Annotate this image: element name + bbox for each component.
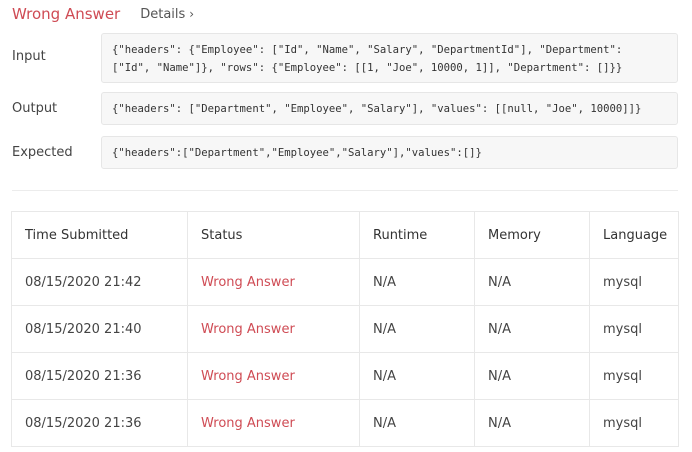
column-header-time: Time Submitted: [11, 211, 188, 259]
details-label: Details: [140, 6, 186, 22]
table-row[interactable]: 08/15/2020 21:36 Wrong Answer N/A N/A my…: [11, 352, 679, 400]
cell-status-link[interactable]: Wrong Answer: [187, 258, 360, 306]
cell-time: 08/15/2020 21:42: [11, 258, 188, 306]
cell-language: mysql: [589, 352, 679, 400]
cell-runtime: N/A: [359, 305, 475, 353]
expected-value-box: {"headers":["Department","Employee","Sal…: [101, 136, 678, 169]
cell-language: mysql: [589, 399, 679, 447]
result-status-title: Wrong Answer: [12, 5, 121, 23]
cell-memory: N/A: [474, 258, 590, 306]
expected-label: Expected: [12, 145, 73, 160]
column-header-language: Language: [589, 211, 679, 259]
cell-runtime: N/A: [359, 352, 475, 400]
result-header: Wrong Answer Details›: [12, 4, 194, 24]
table-header-row: Time Submitted Status Runtime Memory Lan…: [11, 211, 679, 259]
cell-time: 08/15/2020 21:36: [11, 399, 188, 447]
cell-time: 08/15/2020 21:36: [11, 352, 188, 400]
input-label: Input: [12, 49, 46, 64]
cell-memory: N/A: [474, 305, 590, 353]
table-row[interactable]: 08/15/2020 21:36 Wrong Answer N/A N/A my…: [11, 399, 679, 447]
cell-time: 08/15/2020 21:40: [11, 305, 188, 353]
column-header-memory: Memory: [474, 211, 590, 259]
cell-language: mysql: [589, 258, 679, 306]
details-link[interactable]: Details›: [140, 7, 194, 22]
column-header-runtime: Runtime: [359, 211, 475, 259]
cell-language: mysql: [589, 305, 679, 353]
submissions-table: Time Submitted Status Runtime Memory Lan…: [11, 211, 679, 447]
section-divider: [12, 190, 678, 191]
cell-status-link[interactable]: Wrong Answer: [187, 399, 360, 447]
output-value-box: {"headers": ["Department", "Employee", "…: [101, 92, 678, 125]
table-row[interactable]: 08/15/2020 21:42 Wrong Answer N/A N/A my…: [11, 258, 679, 306]
chevron-right-icon: ›: [189, 6, 195, 21]
cell-memory: N/A: [474, 399, 590, 447]
cell-runtime: N/A: [359, 258, 475, 306]
cell-status-link[interactable]: Wrong Answer: [187, 305, 360, 353]
table-row[interactable]: 08/15/2020 21:40 Wrong Answer N/A N/A my…: [11, 305, 679, 353]
cell-memory: N/A: [474, 352, 590, 400]
cell-status-link[interactable]: Wrong Answer: [187, 352, 360, 400]
input-value-box: {"headers": {"Employee": ["Id", "Name", …: [101, 33, 678, 83]
cell-runtime: N/A: [359, 399, 475, 447]
column-header-status: Status: [187, 211, 360, 259]
output-label: Output: [12, 101, 58, 116]
